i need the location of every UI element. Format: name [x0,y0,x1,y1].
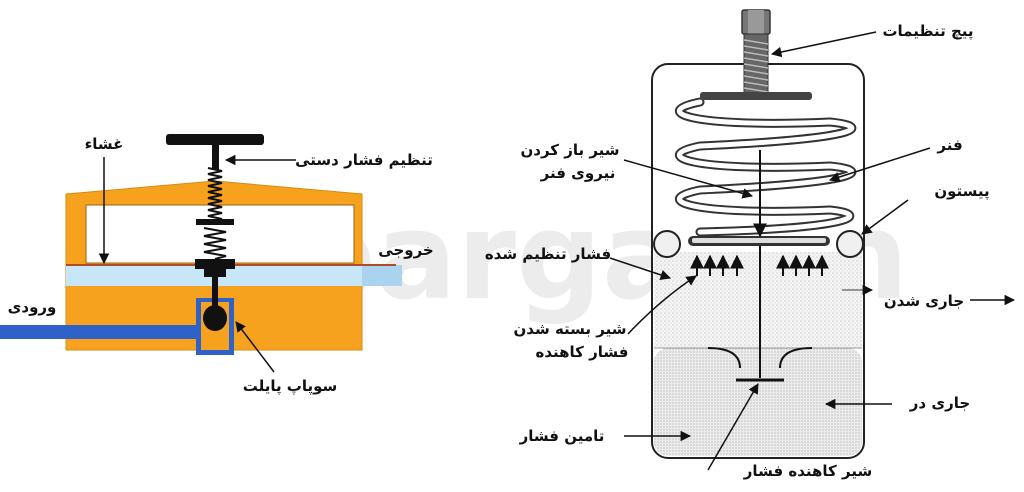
label-spring: فنر [936,136,962,154]
piston-left-seal [653,230,681,258]
lower-spring [203,227,227,260]
lower-chamber [66,265,396,286]
valve-stem [212,277,218,307]
label-membrane: غشاء [85,135,124,153]
label-valve-open-2: نیروی فنر [540,164,616,182]
piston-right-seal [836,230,864,258]
label-valve-open-1: شیر باز کردن [520,141,619,159]
label-adjust-screw: پیچ تنظیمات [882,22,973,41]
pressure-arrows [690,254,829,276]
outlet-pipe [362,265,402,286]
regulated-chamber [654,252,862,348]
leader-valve-closed [627,275,697,335]
leader-valve-open [623,159,754,199]
leader-regulated-pressure [609,257,671,280]
label-piston: پیستون [934,182,989,201]
leader-adjust-screw [770,31,877,58]
valve-seat-left [707,347,741,369]
label-flow-out: جاری شدن [884,292,964,310]
left-regulator: غشاء تنظیم فشار دستی خروجی ورودی سوپاپ پ… [0,134,434,396]
inlet-pipe [0,325,200,339]
label-inlet: ورودی [8,298,57,316]
spring-top-plate [700,92,812,100]
label-reducing-valve: شیر کاهنده فشار [743,462,872,480]
right-regulator: پیچ تنظیمات فنر شیر باز کردن نیروی فنر پ… [485,9,1016,480]
supply-chamber [654,348,862,456]
adjust-handle [166,134,264,145]
label-valve-closed-2: فشار کاهنده [536,343,629,361]
valve-seat-right [779,347,813,369]
label-valve-closed-1: شیر بسته شدن [514,320,627,338]
leader-spring [828,147,931,183]
label-manual-adjust: تنظیم فشار دستی [295,151,433,169]
diaphragm-block [195,259,235,269]
pilot-valve-ball [203,305,227,331]
adjust-thread [207,167,223,220]
leader-pilot-valve [235,321,275,373]
label-pilot-valve: سوپاپ پایلت [243,377,338,396]
spring-plate [196,219,234,225]
label-supply-pressure: تامین فشار [519,427,605,445]
leader-reducing-valve [707,383,759,471]
label-regulated-pressure: فشار تنظیم شده [485,245,611,263]
leader-piston [861,199,909,235]
label-flow-in: جاری در [909,394,970,412]
label-outlet: خروجی [378,241,433,259]
